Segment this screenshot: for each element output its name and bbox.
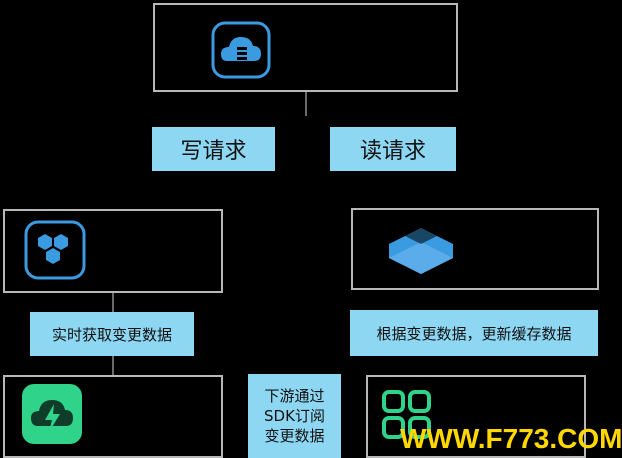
cache-node-box [351, 208, 599, 290]
update-cache-label: 根据变更数据，更新缓存数据 [350, 310, 598, 356]
change-source-node-box [3, 209, 223, 293]
site-watermark: WWW.F773.COM [400, 423, 622, 454]
connector-bottom-left [112, 356, 114, 376]
grid-squares-icon [382, 390, 432, 440]
database-node-box [153, 3, 458, 92]
write-request-label: 写请求 [152, 127, 275, 171]
cloud-lightning-icon [22, 384, 82, 444]
connector-top-vertical [305, 91, 307, 116]
realtime-change-label: 实时获取变更数据 [30, 312, 194, 356]
connector-left-middle [112, 292, 114, 312]
read-request-label: 读请求 [330, 127, 456, 171]
downstream-line-2: SDK订阅 [264, 407, 325, 425]
downstream-line-3: 变更数据 [264, 427, 325, 445]
downstream-line-1: 下游通过 [264, 387, 325, 405]
cache-stack-icon [385, 222, 457, 280]
downstream-node-box [366, 375, 586, 458]
database-cloud-icon [211, 21, 271, 79]
downstream-subscribe-label: 下游通过 SDK订阅 变更数据 [248, 374, 341, 458]
hexagon-cluster-icon [24, 220, 86, 280]
event-stream-node-box [3, 375, 223, 458]
